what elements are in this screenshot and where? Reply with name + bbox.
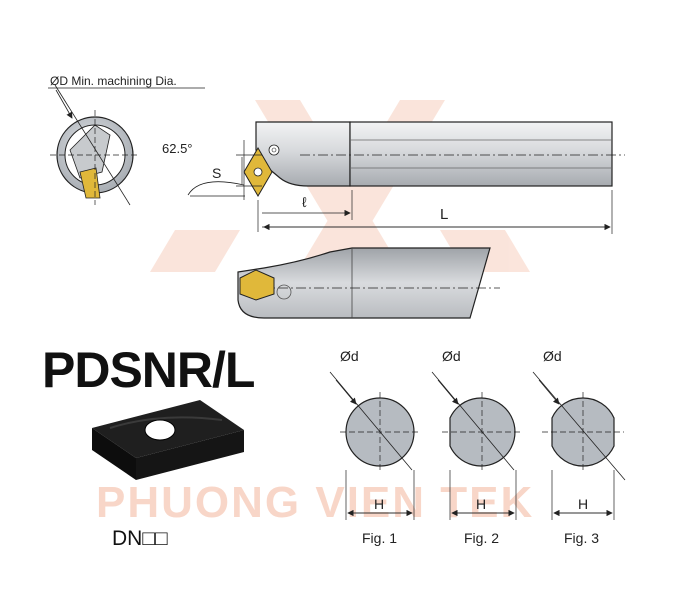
- l-small-label: ℓ: [302, 194, 307, 210]
- tool-top-view: [187, 121, 625, 234]
- l-total-label: L: [440, 206, 449, 223]
- fig1-d-label: Ød: [340, 348, 359, 364]
- fig-1: [329, 371, 420, 520]
- min-dia-label: ØD Min. machining Dia.: [50, 74, 177, 88]
- s-dimension-label: S: [212, 165, 222, 181]
- fig1-caption: Fig. 1: [362, 530, 398, 546]
- watermark-text: PHUONG VIEN TEK: [96, 478, 535, 527]
- fig2-h-label: H: [476, 496, 487, 512]
- fig2-caption: Fig. 2: [464, 530, 500, 546]
- fig2-d-label: Ød: [442, 348, 461, 364]
- insert-photo: [92, 400, 244, 480]
- fig3-h-label: H: [578, 496, 589, 512]
- end-view: [48, 84, 205, 206]
- insert-code: DN□□: [112, 527, 168, 550]
- angle-label: 62.5°: [162, 141, 193, 156]
- fig-2: [431, 371, 522, 520]
- fig1-h-label: H: [374, 496, 385, 512]
- tool-front-view: [237, 247, 500, 319]
- fig-3: [532, 371, 626, 520]
- fig3-d-label: Ød: [543, 348, 562, 364]
- fig3-caption: Fig. 3: [564, 530, 600, 546]
- model-title: PDSNR/L: [42, 342, 255, 398]
